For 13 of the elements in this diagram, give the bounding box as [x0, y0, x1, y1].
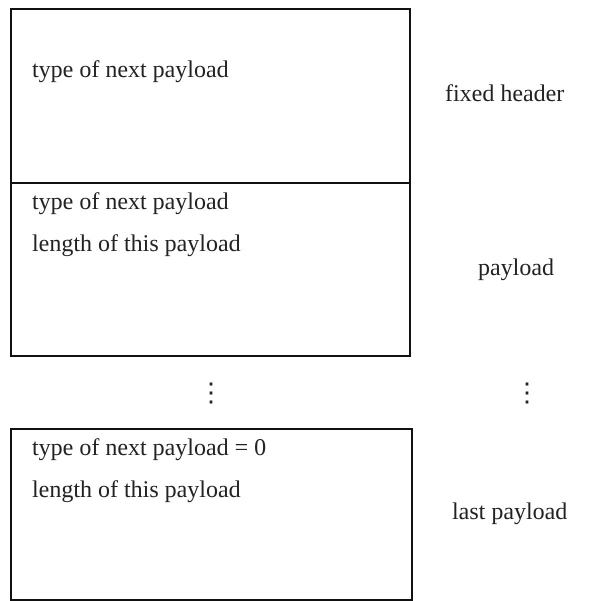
section-label: last payload	[452, 498, 568, 526]
payload-box	[10, 428, 413, 601]
section-label: payload	[478, 254, 554, 282]
field-text: length of this payload	[32, 476, 241, 504]
field-text: type of next payload	[32, 56, 229, 84]
field-text: type of next payload	[32, 188, 229, 216]
ellipsis-mark: ⋮	[198, 378, 224, 408]
field-text: type of next payload = 0	[32, 434, 266, 462]
payload-box	[10, 182, 411, 357]
section-label: fixed header	[445, 80, 564, 108]
ellipsis-mark: ⋮	[514, 378, 540, 408]
payload-box	[10, 8, 411, 184]
field-text: length of this payload	[32, 230, 241, 258]
